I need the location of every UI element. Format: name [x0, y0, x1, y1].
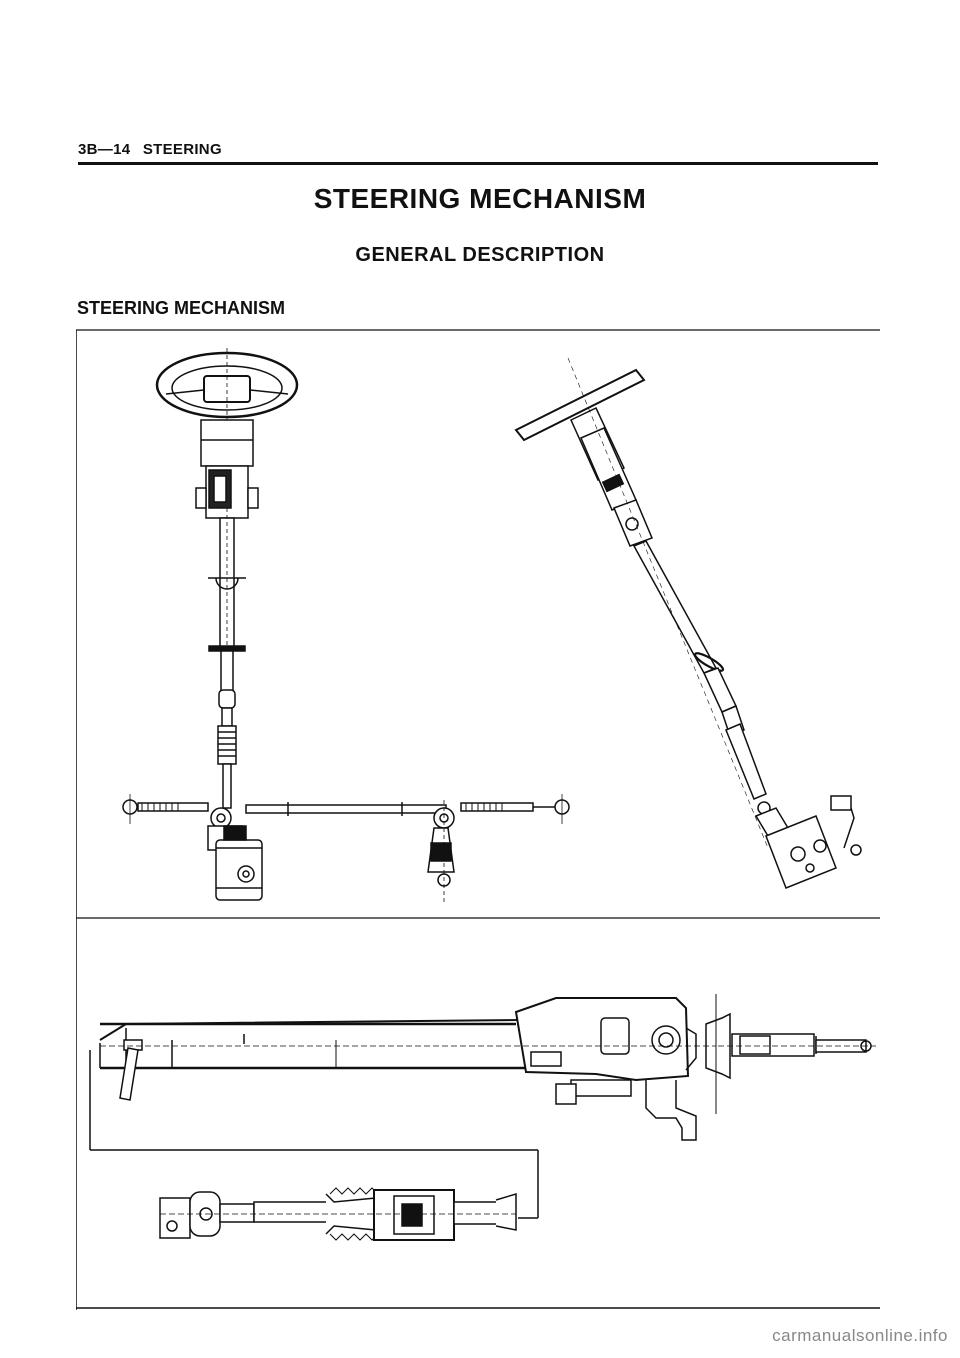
intermediate-shaft-view: [160, 1188, 516, 1240]
site-watermark: carmanualsonline.info: [772, 1326, 948, 1345]
side-view-steering-assembly: [516, 358, 861, 888]
header-rule: [78, 162, 878, 165]
front-view-steering-assembly: [123, 348, 569, 904]
section-number: 3B—14: [78, 141, 131, 158]
figure-label: STEERING MECHANISM: [77, 298, 286, 318]
steering-mechanism-illustration: [76, 328, 880, 1310]
section-subtitle: GENERAL DESCRIPTION: [355, 244, 605, 266]
chapter-name: STEERING: [142, 141, 222, 158]
page-header: 3B—14 STEERING: [78, 141, 222, 158]
page-title: STEERING MECHANISM: [313, 183, 647, 214]
steering-column-section-view: [90, 994, 876, 1218]
